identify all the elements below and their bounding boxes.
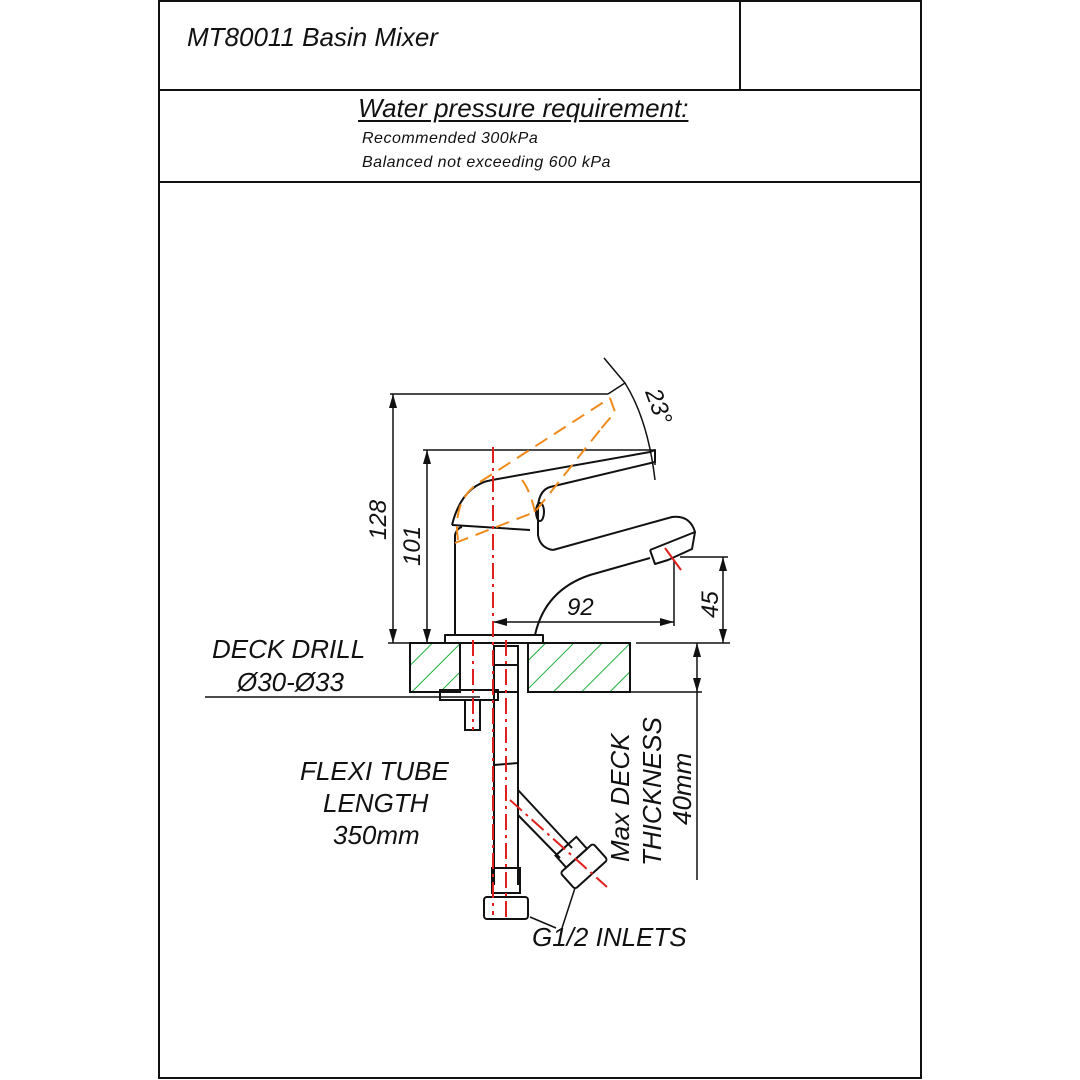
dim-spout-height: 101 [399, 526, 426, 566]
drawing-title: MT80011 Basin Mixer [187, 22, 438, 52]
flexi-tube-label: FLEXI TUBE [300, 756, 449, 786]
dim-overall-height: 128 [365, 499, 392, 540]
deck-drill-size: Ø30-Ø33 [236, 667, 344, 697]
dim-lever-angle: 23° [639, 384, 677, 429]
lever-alt-position [454, 397, 617, 544]
title-frame [158, 0, 922, 1079]
flexi-tube-length-label: LENGTH [323, 788, 429, 818]
centerlines [472, 447, 682, 922]
deck-thickness-value: 40mm [667, 753, 697, 825]
dimension-lines [205, 357, 730, 929]
deck-drill-label: DECK DRILL [212, 634, 365, 664]
inlets-label: G1/2 INLETS [532, 922, 687, 952]
deck-section [409, 642, 631, 693]
dim-outlet-height: 45 [697, 591, 724, 618]
flexi-tubes [439, 645, 608, 920]
pressure-max: Balanced not exceeding 600 kPa [362, 154, 611, 171]
pressure-recommended: Recommended 300kPa [362, 130, 539, 147]
flexi-tube-length-value: 350mm [333, 820, 420, 850]
deck-thickness-line2: THICKNESS [637, 717, 667, 866]
dim-spout-reach: 92 [567, 594, 594, 621]
deck-thickness-line1: Max DECK [605, 732, 635, 862]
pressure-heading: Water pressure requirement: [358, 93, 689, 123]
